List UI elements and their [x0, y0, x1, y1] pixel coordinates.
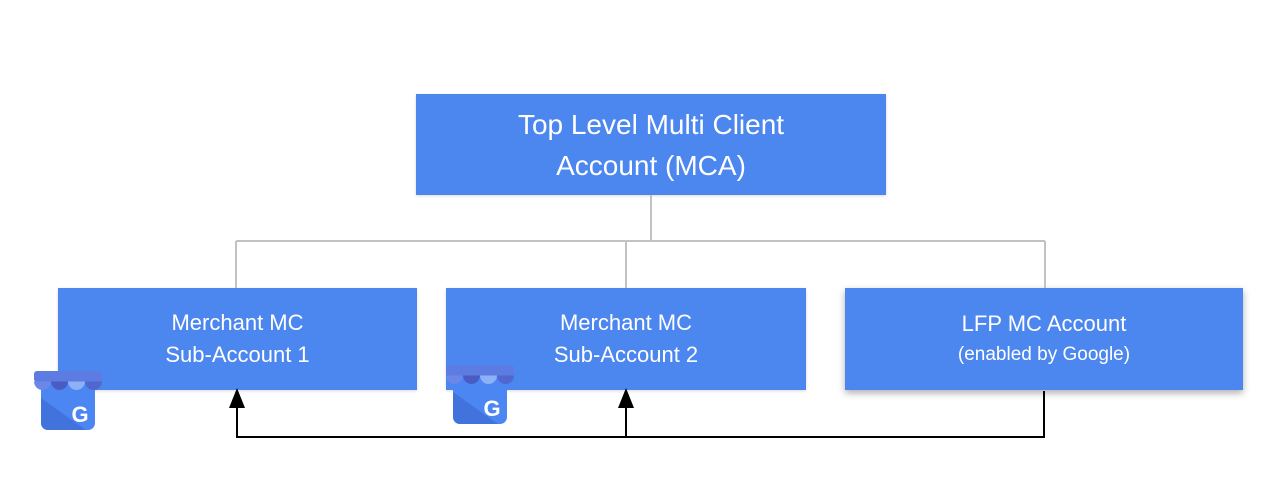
lfp-mc-account-node: LFP MC Account (enabled by Google): [845, 288, 1243, 390]
mca-node: Top Level Multi Client Account (MCA): [416, 94, 886, 195]
arrowhead-to-sub2: [618, 388, 634, 408]
sub1-node-label-line2: Sub-Account 1: [165, 342, 310, 367]
sub2-node-label-line1: Merchant MC: [559, 310, 693, 335]
lfp-feed-flow-lines: [236, 391, 1045, 438]
mca-node-label-line1: Top Level Multi Client: [517, 108, 785, 140]
merchant-sub-account-2-node: Merchant MC Sub-Account 2: [446, 288, 806, 390]
sub1-node-label-line1: Merchant MC: [171, 310, 304, 335]
arrowhead-to-sub1: [229, 388, 245, 408]
lfp-node-label-line1: LFP MC Account: [961, 311, 1127, 336]
merchant-sub-account-1-node: Merchant MC Sub-Account 1: [58, 288, 417, 390]
hierarchy-tree-lines: [235, 195, 1046, 288]
lfp-node-label-line2: (enabled by Google): [957, 344, 1131, 365]
mca-node-label-line2: Account (MCA): [556, 149, 746, 181]
sub2-node-label-line2: Sub-Account 2: [553, 342, 699, 367]
